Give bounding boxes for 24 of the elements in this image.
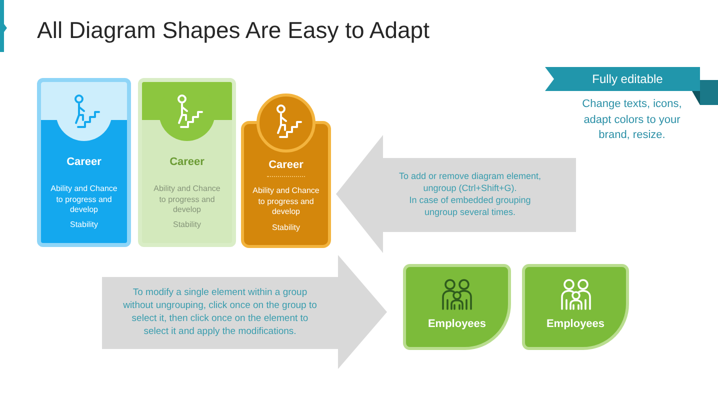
left-pointing-arrow — [336, 135, 576, 253]
instruction-text: To add or remove diagram element, ungroup (Ctrl+Shift+G). — [398, 170, 542, 194]
card-title: Career — [170, 155, 204, 169]
career-card — [241, 93, 331, 248]
ribbon-caption: Change texts, icons, adapt colors to your brand, resize. — [581, 97, 683, 143]
slide-title: All Diagram Shapes Are Easy to Adapt — [37, 16, 430, 44]
card-label: Employees — [546, 317, 605, 331]
card-description: Ability and Chance to progress and develop — [50, 184, 118, 216]
instruction-text: In case of embedded grouping ungroup several times. — [408, 194, 532, 218]
card-description: Ability and Chance to progress and develop — [252, 186, 320, 218]
career-card — [37, 78, 131, 247]
card-description: Ability and Chance to progress and develop — [152, 184, 222, 216]
employee-card — [522, 264, 629, 350]
card-keyword: Stability — [70, 220, 98, 230]
career-card — [138, 78, 236, 247]
instruction-text: To modify a single element within a group without ungrouping, click once on the group to select it, then click once on the element to select it and apply the modifications. — [122, 286, 318, 338]
card-keyword: Stability — [172, 220, 201, 230]
ribbon-title: Fully editable — [592, 72, 663, 86]
right-pointing-arrow — [102, 255, 387, 369]
employee-card — [403, 264, 511, 350]
card-keyword: Stability — [272, 223, 300, 234]
card-title: Career — [66, 155, 102, 169]
card-title: Career — [268, 158, 304, 172]
card-label: Employees — [428, 317, 486, 331]
